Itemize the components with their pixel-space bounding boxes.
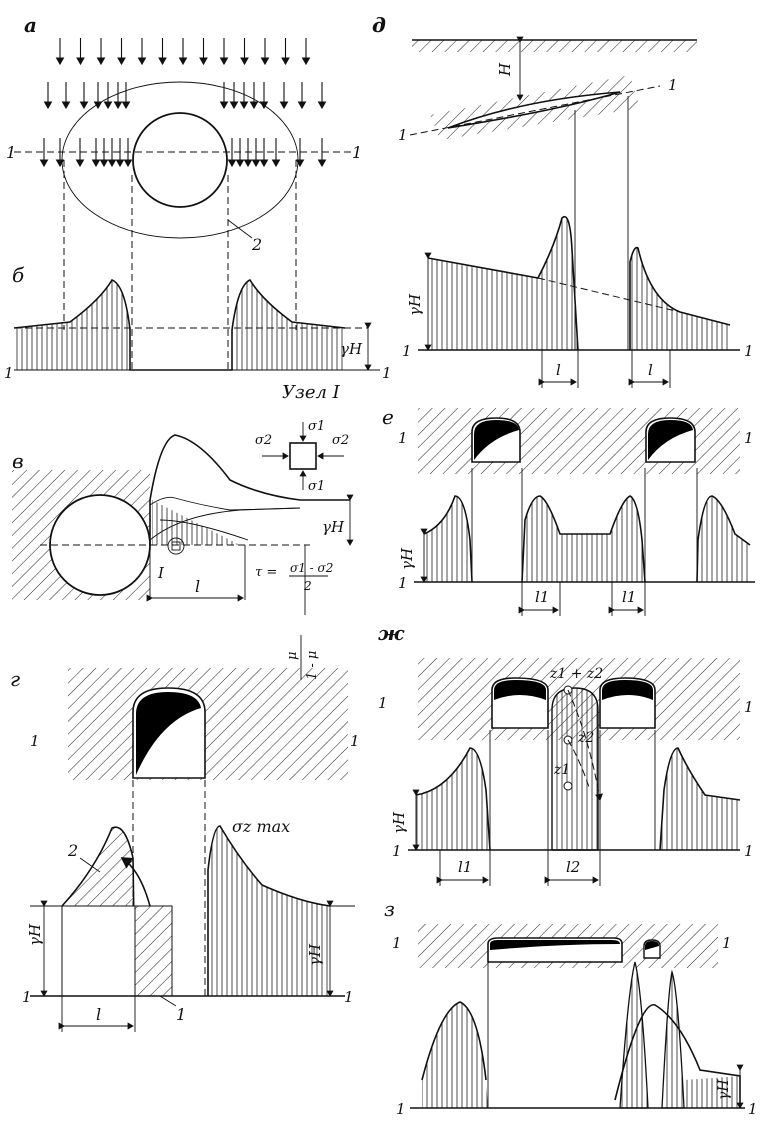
gh-e: γH [398,547,416,570]
z-bottom: 1 [396,1100,406,1118]
sigma1-top: σ1 [308,419,325,434]
tau-numerator: σ1 - σ2 [290,561,333,575]
d-left-label: 1 [398,126,408,144]
z-line-left: 1 [392,934,402,952]
l-label-v: l [195,577,200,596]
tau-lhs: τ = [255,565,277,580]
curve-2-label: 2 [67,841,78,860]
gh-d: γH [406,293,424,316]
panel-zh: ж 1 1 z1 + z2 z2 z1 γH 1 1 l1 l2 [378,621,754,886]
stress-curve-z-right [614,1004,741,1108]
l1-e-b: l1 [622,588,636,606]
zone-1 [134,905,173,997]
z1-label: z1 [553,762,570,778]
z-right: 1 [748,1100,758,1118]
gh-label-v: γH [322,518,345,536]
stress-zone-ellipse [61,81,299,239]
z-line-right: 1 [722,934,732,952]
zone-1-label: 1 [176,1005,186,1024]
l2-zh: l2 [566,858,580,876]
d-bottom-label: 1 [402,342,412,360]
pillar-zh [551,687,599,851]
gh-g-right: γH [306,943,324,966]
stress-curve-g-right [207,825,331,996]
stress-curve-zh [415,747,741,851]
gh-g-left: γH [26,923,44,946]
l-label-g: l [96,1005,101,1024]
line-label-left: 1 [6,143,16,162]
node-mark-label: I [157,564,165,582]
panel-g-letter: г [10,667,20,691]
z12-label: z1 + z2 [549,666,603,682]
l-left-d: l [556,361,561,379]
panel-d-letter: д [372,13,386,37]
panel-b: б γH 1 1 [4,263,392,382]
panel-a-letter: а [24,13,37,37]
rock-mass-g [68,668,348,780]
panel-z-letter: з [384,897,395,921]
stress-curve-v-main [149,434,350,545]
seam-line [409,85,661,136]
z2-label: z2 [577,730,594,746]
l1-zh: l1 [458,858,472,876]
d-right-label: 1 [744,342,754,360]
line-label-right: 1 [352,143,362,162]
mu-numerator: μ [285,652,300,660]
e-line-right: 1 [744,429,754,447]
panel-g: г 1 1 γH γH 1 1 σz max 2 1 l [10,667,360,1032]
stress-element [289,442,317,470]
b-right-label: 1 [382,364,392,382]
H-label: H [496,62,514,77]
stress-curve-z-left [421,1001,487,1081]
panel-d: д H 1 1 γH 1 1 l l [372,13,754,388]
e-line-left: 1 [398,429,408,447]
gh-z: γH [716,1079,732,1100]
panel-z: з 1 1 γH 1 1 [384,897,758,1118]
g-line-left: 1 [30,732,40,750]
l1-e-a: l1 [535,588,549,606]
stress-curve-e [423,495,751,583]
panel-v: Узел I в l I γH σ1 σ2 σ2 σ1 τ = σ1 - σ2 … [12,382,354,680]
panel-e-letter: е [382,405,394,429]
stress-curve-d-right [629,246,731,350]
node-label: Узел I [282,382,341,403]
stress-curve-d-left [427,215,579,351]
panel-a: а 1 1 2 [6,13,362,370]
zh-line-right: 1 [744,698,754,716]
ring-label: 2 [251,235,262,254]
zh-line-left: 1 [378,694,388,712]
e-bottom: 1 [398,574,408,592]
ring-leader [227,219,253,239]
node-marker [167,537,185,555]
panel-b-letter: б [12,263,25,287]
b-left-label: 1 [4,364,14,382]
gh-label-b: γH [340,340,363,358]
l-right-d: l [648,361,653,379]
seam-label: 1 [668,76,678,94]
sigma1-bottom: σ1 [308,479,325,494]
sigma2-right: σ2 [332,433,349,448]
sigma2-left: σ2 [255,433,272,448]
zh-right: 1 [744,842,754,860]
gh-zh: γH [390,811,408,834]
load-arrows-top [39,38,327,168]
zh-bottom: 1 [392,842,402,860]
g-bottom-left: 1 [22,988,32,1006]
panel-zh-letter: ж [378,621,405,645]
stress-curve-g-left [61,826,136,997]
tunnel-circle [132,112,228,208]
panel-e: е 1 1 γH 1 l1 l1 [382,405,755,616]
tau-denominator: 2 [303,579,312,593]
g-line-right: 1 [350,732,360,750]
panel-v-letter: в [12,449,24,473]
sigma-z-max: σz max [232,817,290,836]
g-bottom-right: 1 [344,988,354,1006]
